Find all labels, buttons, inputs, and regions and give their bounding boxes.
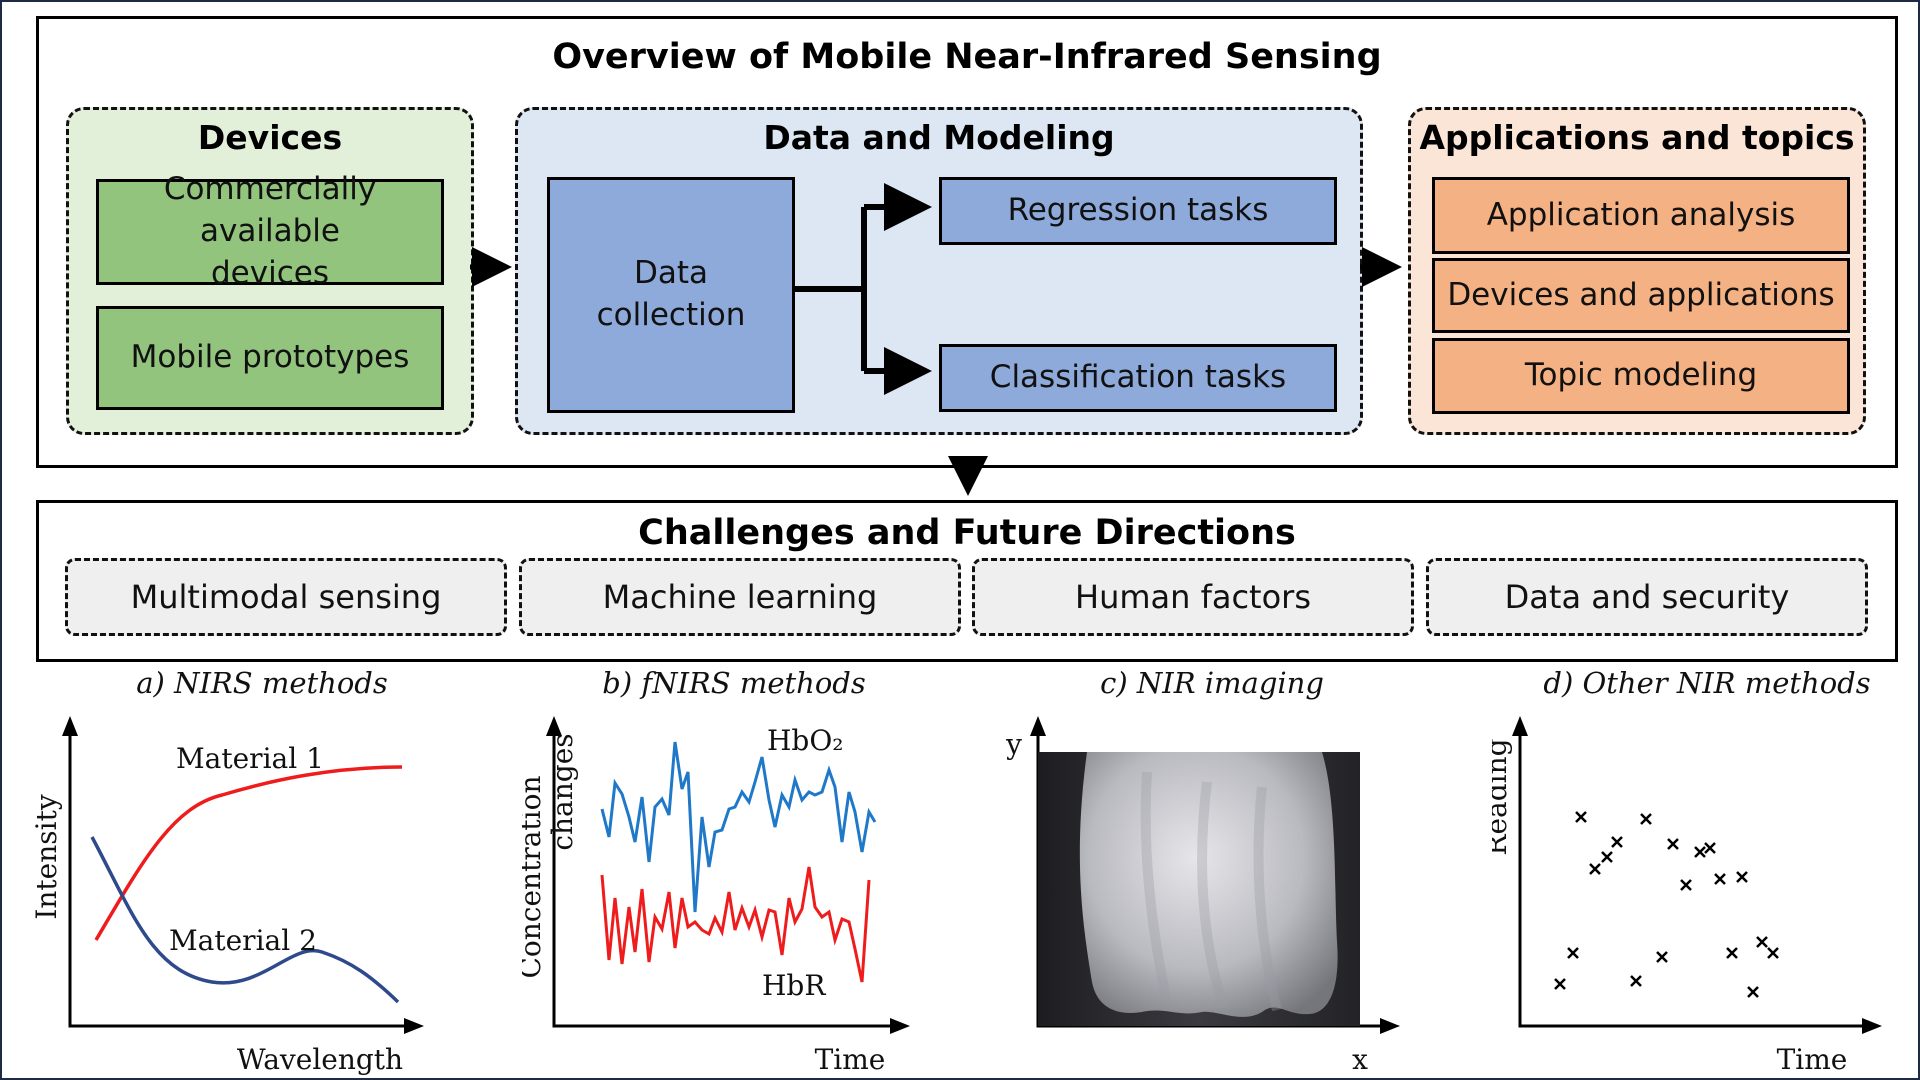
scatter-marker bbox=[1656, 951, 1668, 963]
devices-panel: Devices Commercially available devices M… bbox=[66, 107, 474, 435]
scatter-marker bbox=[1567, 947, 1579, 959]
scatter-marker bbox=[1601, 851, 1613, 863]
caption-imaging: c) NIR imaging bbox=[1100, 666, 1324, 700]
nirs-y-label: Intensity bbox=[32, 794, 63, 920]
imaging-y-arrowhead bbox=[1030, 716, 1046, 736]
fnirs-hbr-label: HbR bbox=[762, 969, 826, 1002]
imaging-plot: y x bbox=[1005, 716, 1400, 1076]
nirs-x-arrowhead bbox=[404, 1018, 424, 1034]
fnirs-plot: HbO₂ HbR Concentration changes Time bbox=[522, 716, 910, 1076]
fnirs-hbo2-label: HbO₂ bbox=[767, 724, 844, 757]
challenge-human-factors: Human factors bbox=[972, 558, 1414, 636]
scatter-marker bbox=[1767, 947, 1779, 959]
other-axes bbox=[1518, 724, 1872, 1028]
scatter-marker bbox=[1680, 879, 1692, 891]
other-y-label: Reading bbox=[1492, 738, 1513, 855]
challenges-title: Challenges and Future Directions bbox=[638, 513, 1296, 553]
nir-hand-silhouette bbox=[1079, 752, 1338, 1017]
devices-and-applications-box: Devices and applications bbox=[1432, 258, 1850, 333]
fnirs-hbo2-series bbox=[600, 741, 877, 913]
other-scatter-markers bbox=[1554, 811, 1779, 998]
other-x-label: Time bbox=[1777, 1043, 1848, 1076]
topic-modeling-box: Topic modeling bbox=[1432, 338, 1850, 414]
caption-fnirs: b) fNIRS methods bbox=[602, 666, 866, 700]
scatter-marker bbox=[1575, 811, 1587, 823]
scatter-marker bbox=[1694, 846, 1706, 858]
classification-tasks-box: Classification tasks bbox=[939, 344, 1337, 412]
nir-finger-shading bbox=[1140, 771, 1282, 1012]
commercial-devices-box: Commercially available devices bbox=[96, 171, 444, 291]
other-x-arrowhead bbox=[1862, 1018, 1882, 1034]
fnirs-y-label-line1: Concentration bbox=[522, 775, 547, 978]
challenge-data-and-security: Data and security bbox=[1426, 558, 1868, 636]
caption-other: d) Other NIR methods bbox=[1543, 666, 1871, 700]
overview-title: Overview of Mobile Near-Infrared Sensing bbox=[552, 37, 1382, 77]
caption-nirs: a) NIRS methods bbox=[136, 666, 388, 700]
scatter-marker bbox=[1667, 838, 1679, 850]
imaging-x-arrowhead bbox=[1380, 1018, 1400, 1034]
devices-title: Devices bbox=[197, 118, 343, 157]
challenge-machine-learning: Machine learning bbox=[519, 558, 961, 636]
application-analysis-box: Application analysis bbox=[1432, 177, 1850, 254]
applications-panel: Applications and topics Application anal… bbox=[1408, 107, 1866, 435]
scatter-marker bbox=[1611, 836, 1623, 848]
scatter-marker bbox=[1736, 871, 1748, 883]
fnirs-y-arrowhead bbox=[546, 716, 562, 736]
nirs-material-1-curve bbox=[94, 765, 403, 941]
scatter-marker bbox=[1756, 936, 1768, 948]
mobile-prototypes-box: Mobile prototypes bbox=[96, 306, 444, 410]
challenge-multimodal-sensing: Multimodal sensing bbox=[65, 558, 507, 636]
scatter-marker bbox=[1589, 863, 1601, 875]
scatter-marker bbox=[1640, 813, 1652, 825]
data-modeling-title: Data and Modeling bbox=[763, 118, 1115, 157]
scatter-marker bbox=[1714, 873, 1726, 885]
scatter-marker bbox=[1726, 947, 1738, 959]
fnirs-hbr-series bbox=[600, 866, 871, 983]
imaging-x-label: x bbox=[1352, 1043, 1368, 1076]
other-y-arrowhead bbox=[1512, 716, 1528, 736]
nirs-material-2-label: Material 2 bbox=[169, 924, 317, 957]
overview-frame: Overview of Mobile Near-Infrared Sensing… bbox=[36, 16, 1898, 468]
nirs-plot: Material 1 Material 2 Intensity Waveleng… bbox=[32, 716, 424, 1076]
fnirs-axes bbox=[552, 724, 900, 1028]
challenges-frame: Challenges and Future Directions Multimo… bbox=[36, 500, 1898, 662]
nirs-material-2-curve bbox=[90, 836, 400, 1004]
fnirs-x-arrowhead bbox=[890, 1018, 910, 1034]
fnirs-y-label-line2: changes bbox=[546, 733, 579, 850]
other-plot: Reading Time bbox=[1492, 716, 1882, 1076]
scatter-marker bbox=[1747, 986, 1759, 998]
data-collection-box: Data collection bbox=[547, 177, 795, 413]
scatter-marker bbox=[1630, 975, 1642, 987]
nirs-axes bbox=[68, 724, 414, 1028]
scatter-marker bbox=[1704, 842, 1716, 854]
data-modeling-panel: Data and Modeling Data collection Regres… bbox=[515, 107, 1363, 435]
applications-title: Applications and topics bbox=[1419, 118, 1855, 157]
nirs-y-arrowhead bbox=[62, 716, 78, 736]
regression-tasks-box: Regression tasks bbox=[939, 177, 1337, 245]
nirs-x-label: Wavelength bbox=[237, 1043, 403, 1076]
scatter-marker bbox=[1554, 978, 1566, 990]
imaging-y-label: y bbox=[1005, 728, 1022, 761]
fnirs-x-label: Time bbox=[815, 1043, 886, 1076]
nirs-material-1-label: Material 1 bbox=[176, 742, 324, 775]
